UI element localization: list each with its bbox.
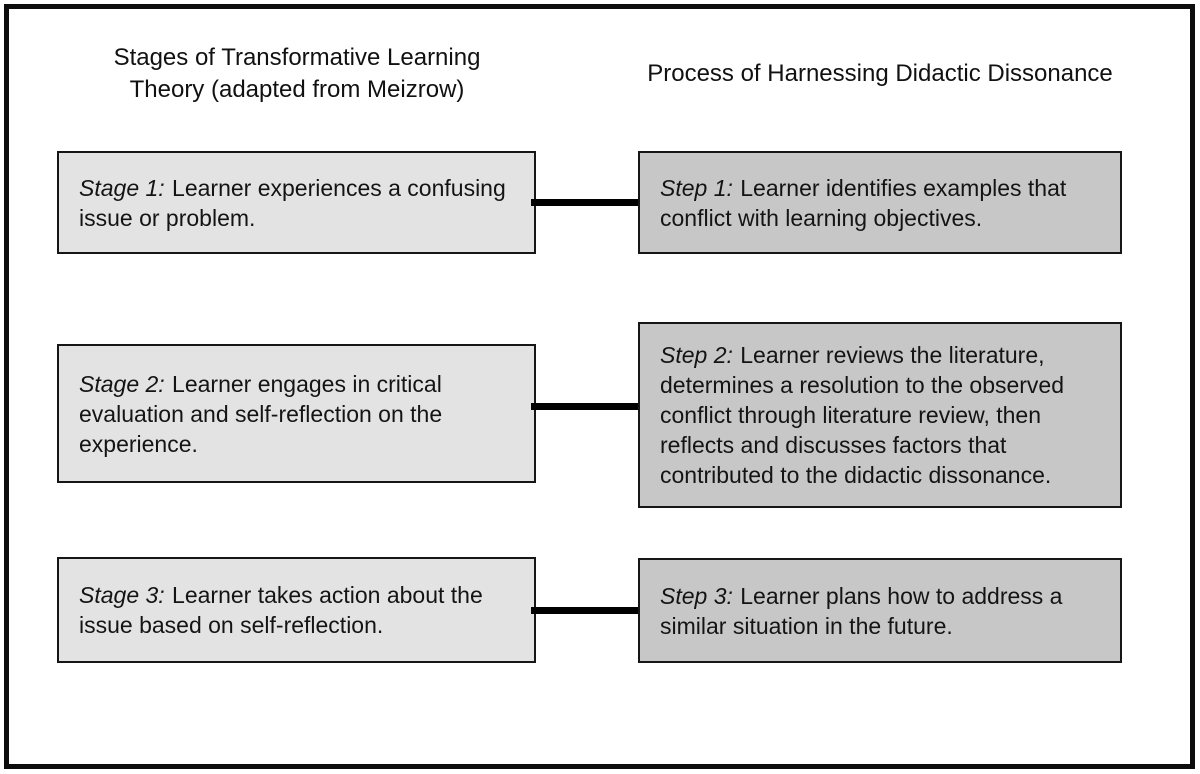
stage-1-text: Learner experiences a confusing issue or… [79, 174, 506, 231]
step-1-box: Step 1:Learner identifies examples that … [638, 151, 1122, 254]
figure-outer-border [4, 4, 1195, 769]
stage-3-box: Stage 3:Learner takes action about the i… [57, 557, 536, 663]
step-1-content: Step 1:Learner identifies examples that … [660, 173, 1100, 233]
step-3-box: Step 3:Learner plans how to address a si… [638, 558, 1122, 663]
step-2-text: Learner reviews the literature, determin… [660, 342, 1065, 488]
step-2-label: Step 2: [660, 342, 733, 368]
step-2-box: Step 2:Learner reviews the literature, d… [638, 322, 1122, 508]
stage-2-content: Stage 2:Learner engages in critical eval… [79, 369, 514, 459]
right-column-header: Process of Harnessing Didactic Dissonanc… [647, 60, 1113, 87]
connector-line-2 [531, 403, 643, 410]
stage-2-box: Stage 2:Learner engages in critical eval… [57, 344, 536, 483]
step-3-text: Learner plans how to address a similar s… [660, 582, 1063, 639]
step-3-label: Step 3: [660, 582, 733, 609]
step-1-text: Learner identifies examples that conflic… [660, 174, 1067, 231]
stage-1-content: Stage 1:Learner experiences a confusing … [79, 173, 514, 233]
stage-2-text: Learner engages in critical evaluation a… [79, 370, 443, 457]
connector-line-1 [531, 199, 643, 206]
stage-2-label: Stage 2: [79, 370, 165, 397]
stage-1-box: Stage 1:Learner experiences a confusing … [57, 151, 536, 254]
stage-3-text: Learner takes action about the issue bas… [79, 582, 483, 638]
stage-3-label: Stage 3: [79, 582, 165, 608]
left-column-header: Stages of Transformative Learning Theory… [113, 44, 481, 103]
stage-1-label: Stage 1: [79, 174, 165, 201]
stage-3-content: Stage 3:Learner takes action about the i… [79, 580, 514, 640]
step-1-label: Step 1: [660, 174, 733, 201]
step-3-content: Step 3:Learner plans how to address a si… [660, 581, 1100, 641]
connector-line-3 [531, 607, 643, 614]
step-2-content: Step 2:Learner reviews the literature, d… [660, 340, 1100, 490]
